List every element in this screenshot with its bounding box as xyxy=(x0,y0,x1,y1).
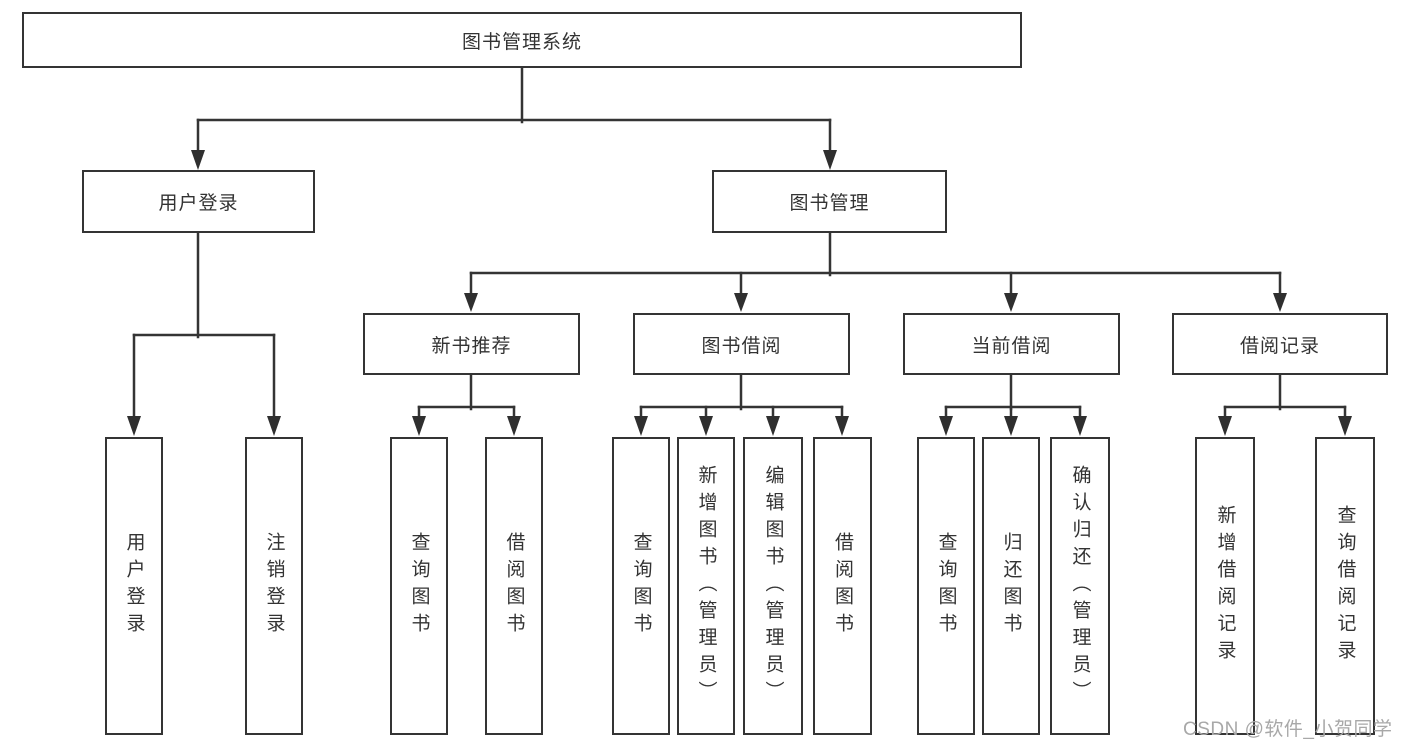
leaf-query-books-current: 查询图书 xyxy=(917,437,975,735)
leaf-add-book-admin: 新增图书（管理员） xyxy=(677,437,735,735)
arrowheads xyxy=(127,150,1352,436)
leaf-add-borrow-record: 新增借阅记录 xyxy=(1195,437,1255,735)
leaf-edit-book-admin: 编辑图书（管理员） xyxy=(743,437,803,735)
leaf-query-borrow-record: 查询借阅记录 xyxy=(1315,437,1375,735)
node-book-management: 图书管理 xyxy=(712,170,947,233)
node-book-borrow: 图书借阅 xyxy=(633,313,850,375)
leaf-logout: 注销登录 xyxy=(245,437,303,735)
leaf-user-login: 用户登录 xyxy=(105,437,163,735)
leaf-query-books-borrow: 查询图书 xyxy=(612,437,670,735)
leaf-query-books-recommend: 查询图书 xyxy=(390,437,448,735)
node-new-book-recommend: 新书推荐 xyxy=(363,313,580,375)
node-borrow-records: 借阅记录 xyxy=(1172,313,1388,375)
node-library-management-system: 图书管理系统 xyxy=(22,12,1022,68)
watermark: CSDN @软件_小贺同学 xyxy=(1183,719,1393,740)
leaf-return-book: 归还图书 xyxy=(982,437,1040,735)
leaf-confirm-return-admin: 确认归还（管理员） xyxy=(1050,437,1110,735)
node-user-login: 用户登录 xyxy=(82,170,315,233)
leaf-borrow-books: 借阅图书 xyxy=(813,437,872,735)
node-current-borrow: 当前借阅 xyxy=(903,313,1120,375)
leaf-borrow-books-recommend: 借阅图书 xyxy=(485,437,543,735)
